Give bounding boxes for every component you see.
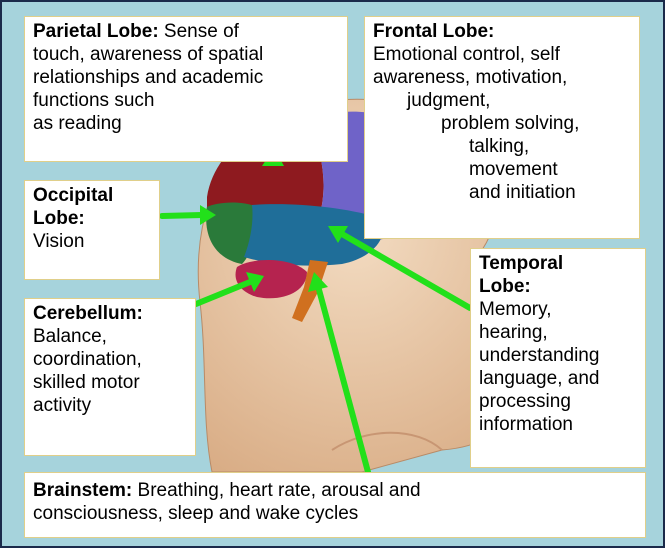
parietal-line: as reading <box>33 112 339 135</box>
parietal-label: Parietal Lobe: Sense of touch, awareness… <box>24 16 348 162</box>
brainstem-label: Brainstem: Breathing, heart rate, arousa… <box>24 472 646 538</box>
frontal-line: problem solving, <box>373 112 631 135</box>
occipital-label: Occipital Lobe: Vision <box>24 180 160 280</box>
cerebellum-line: skilled motor <box>33 371 187 394</box>
frontal-title: Frontal Lobe: <box>373 20 631 43</box>
occipital-title: Occipital <box>33 184 151 207</box>
occipital-title: Lobe: <box>33 207 151 230</box>
frontal-line: judgment, <box>373 89 631 112</box>
frontal-line: movement <box>373 158 631 181</box>
brainstem-line: Breathing, heart rate, arousal and <box>132 480 420 501</box>
frontal-line: and initiation <box>373 181 631 204</box>
cerebellum-line: activity <box>33 394 187 417</box>
cerebellum-title: Cerebellum: <box>33 302 187 325</box>
parietal-line: Sense of <box>159 21 239 42</box>
parietal-line: relationships and academic <box>33 66 339 89</box>
temporal-line: understanding <box>479 344 637 367</box>
temporal-line: language, and <box>479 367 637 390</box>
temporal-line: processing <box>479 390 637 413</box>
temporal-line: Memory, <box>479 298 637 321</box>
temporal-lobe <box>244 204 383 265</box>
temporal-title: Temporal <box>479 252 637 275</box>
temporal-label: Temporal Lobe: Memory, hearing, understa… <box>470 248 646 468</box>
temporal-title: Lobe: <box>479 275 637 298</box>
cerebellum-line: Balance, <box>33 325 187 348</box>
cerebellum-label: Cerebellum: Balance, coordination, skill… <box>24 298 196 456</box>
parietal-line: functions such <box>33 89 339 112</box>
temporal-line: hearing, <box>479 321 637 344</box>
temporal-line: information <box>479 413 637 436</box>
frontal-line: awareness, motivation, <box>373 66 631 89</box>
cerebellum-line: coordination, <box>33 348 187 371</box>
brainstem-title: Brainstem: <box>33 480 132 501</box>
brainstem-line: consciousness, sleep and wake cycles <box>33 502 637 525</box>
occipital-line: Vision <box>33 230 151 253</box>
frontal-label: Frontal Lobe: Emotional control, self aw… <box>364 16 640 239</box>
frontal-line: talking, <box>373 135 631 158</box>
parietal-line: touch, awareness of spatial <box>33 43 339 66</box>
frontal-line: Emotional control, self <box>373 43 631 66</box>
parietal-title: Parietal Lobe: <box>33 21 159 42</box>
